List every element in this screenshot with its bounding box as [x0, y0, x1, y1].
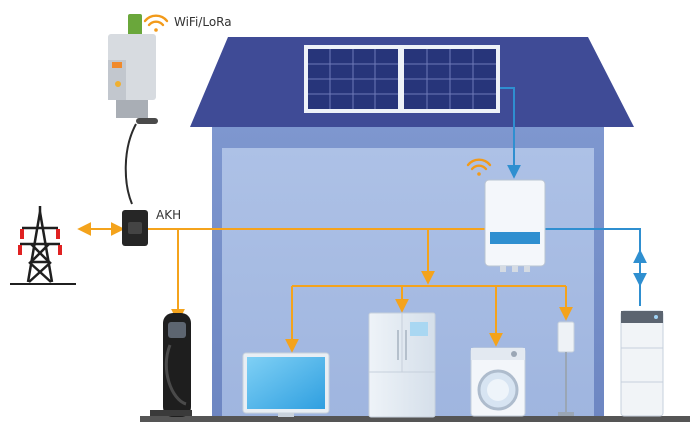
wifi-icon — [466, 158, 492, 176]
dc-lines — [500, 87, 647, 306]
ground-line — [140, 416, 690, 422]
battery-storage-icon — [620, 310, 664, 417]
ev-charger-icon — [150, 313, 192, 417]
refrigerator-icon — [368, 312, 436, 418]
inverter-icon — [484, 179, 546, 272]
monitor-icon — [242, 352, 330, 417]
power-lines — [77, 222, 640, 353]
meter-label: AKH — [156, 208, 181, 222]
wifi-icon — [143, 14, 169, 32]
current-clamp-icon — [122, 210, 148, 246]
floor-lamp-icon — [557, 321, 575, 416]
solar-to-inverter — [500, 87, 521, 179]
solar-panel-icon — [304, 45, 500, 113]
washing-machine-icon — [470, 347, 526, 417]
insulators — [18, 229, 62, 255]
wifi-lora-label: WiFi/LoRa — [174, 15, 232, 29]
transmission-tower-icon — [10, 206, 76, 285]
meter-cable — [124, 123, 137, 205]
smart-meter-icon — [108, 14, 158, 124]
